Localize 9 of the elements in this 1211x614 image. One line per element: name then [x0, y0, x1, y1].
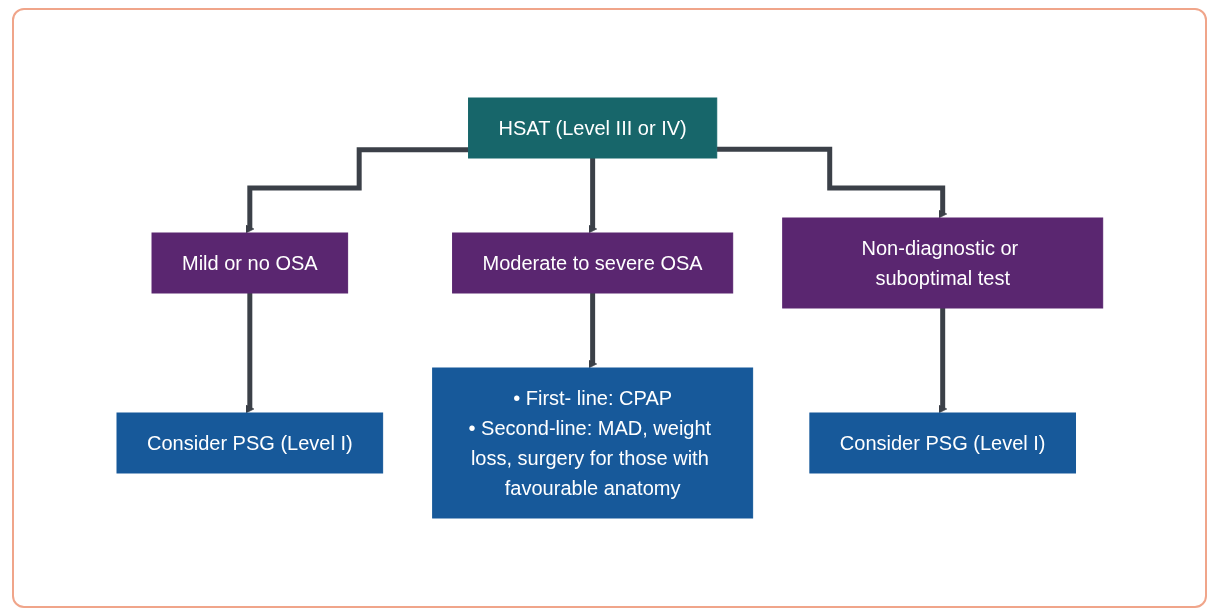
node-box: Moderate to severe OSA	[451, 232, 733, 294]
node-box: Consider PSG (Level I)	[116, 412, 383, 474]
node-box: • First- line: CPAP • Second-line: MAD, weight loss, surgery for those with favourable anatomy	[431, 367, 753, 519]
node-box: Mild or no OSA	[151, 232, 348, 294]
arrow	[245, 147, 469, 234]
node-box: Consider PSG (Level I)	[809, 412, 1076, 474]
arrow	[716, 146, 947, 219]
node-box: Non-diagnostic or suboptimal test	[781, 217, 1103, 309]
node-box: HSAT (Level III or IV)	[467, 97, 717, 159]
